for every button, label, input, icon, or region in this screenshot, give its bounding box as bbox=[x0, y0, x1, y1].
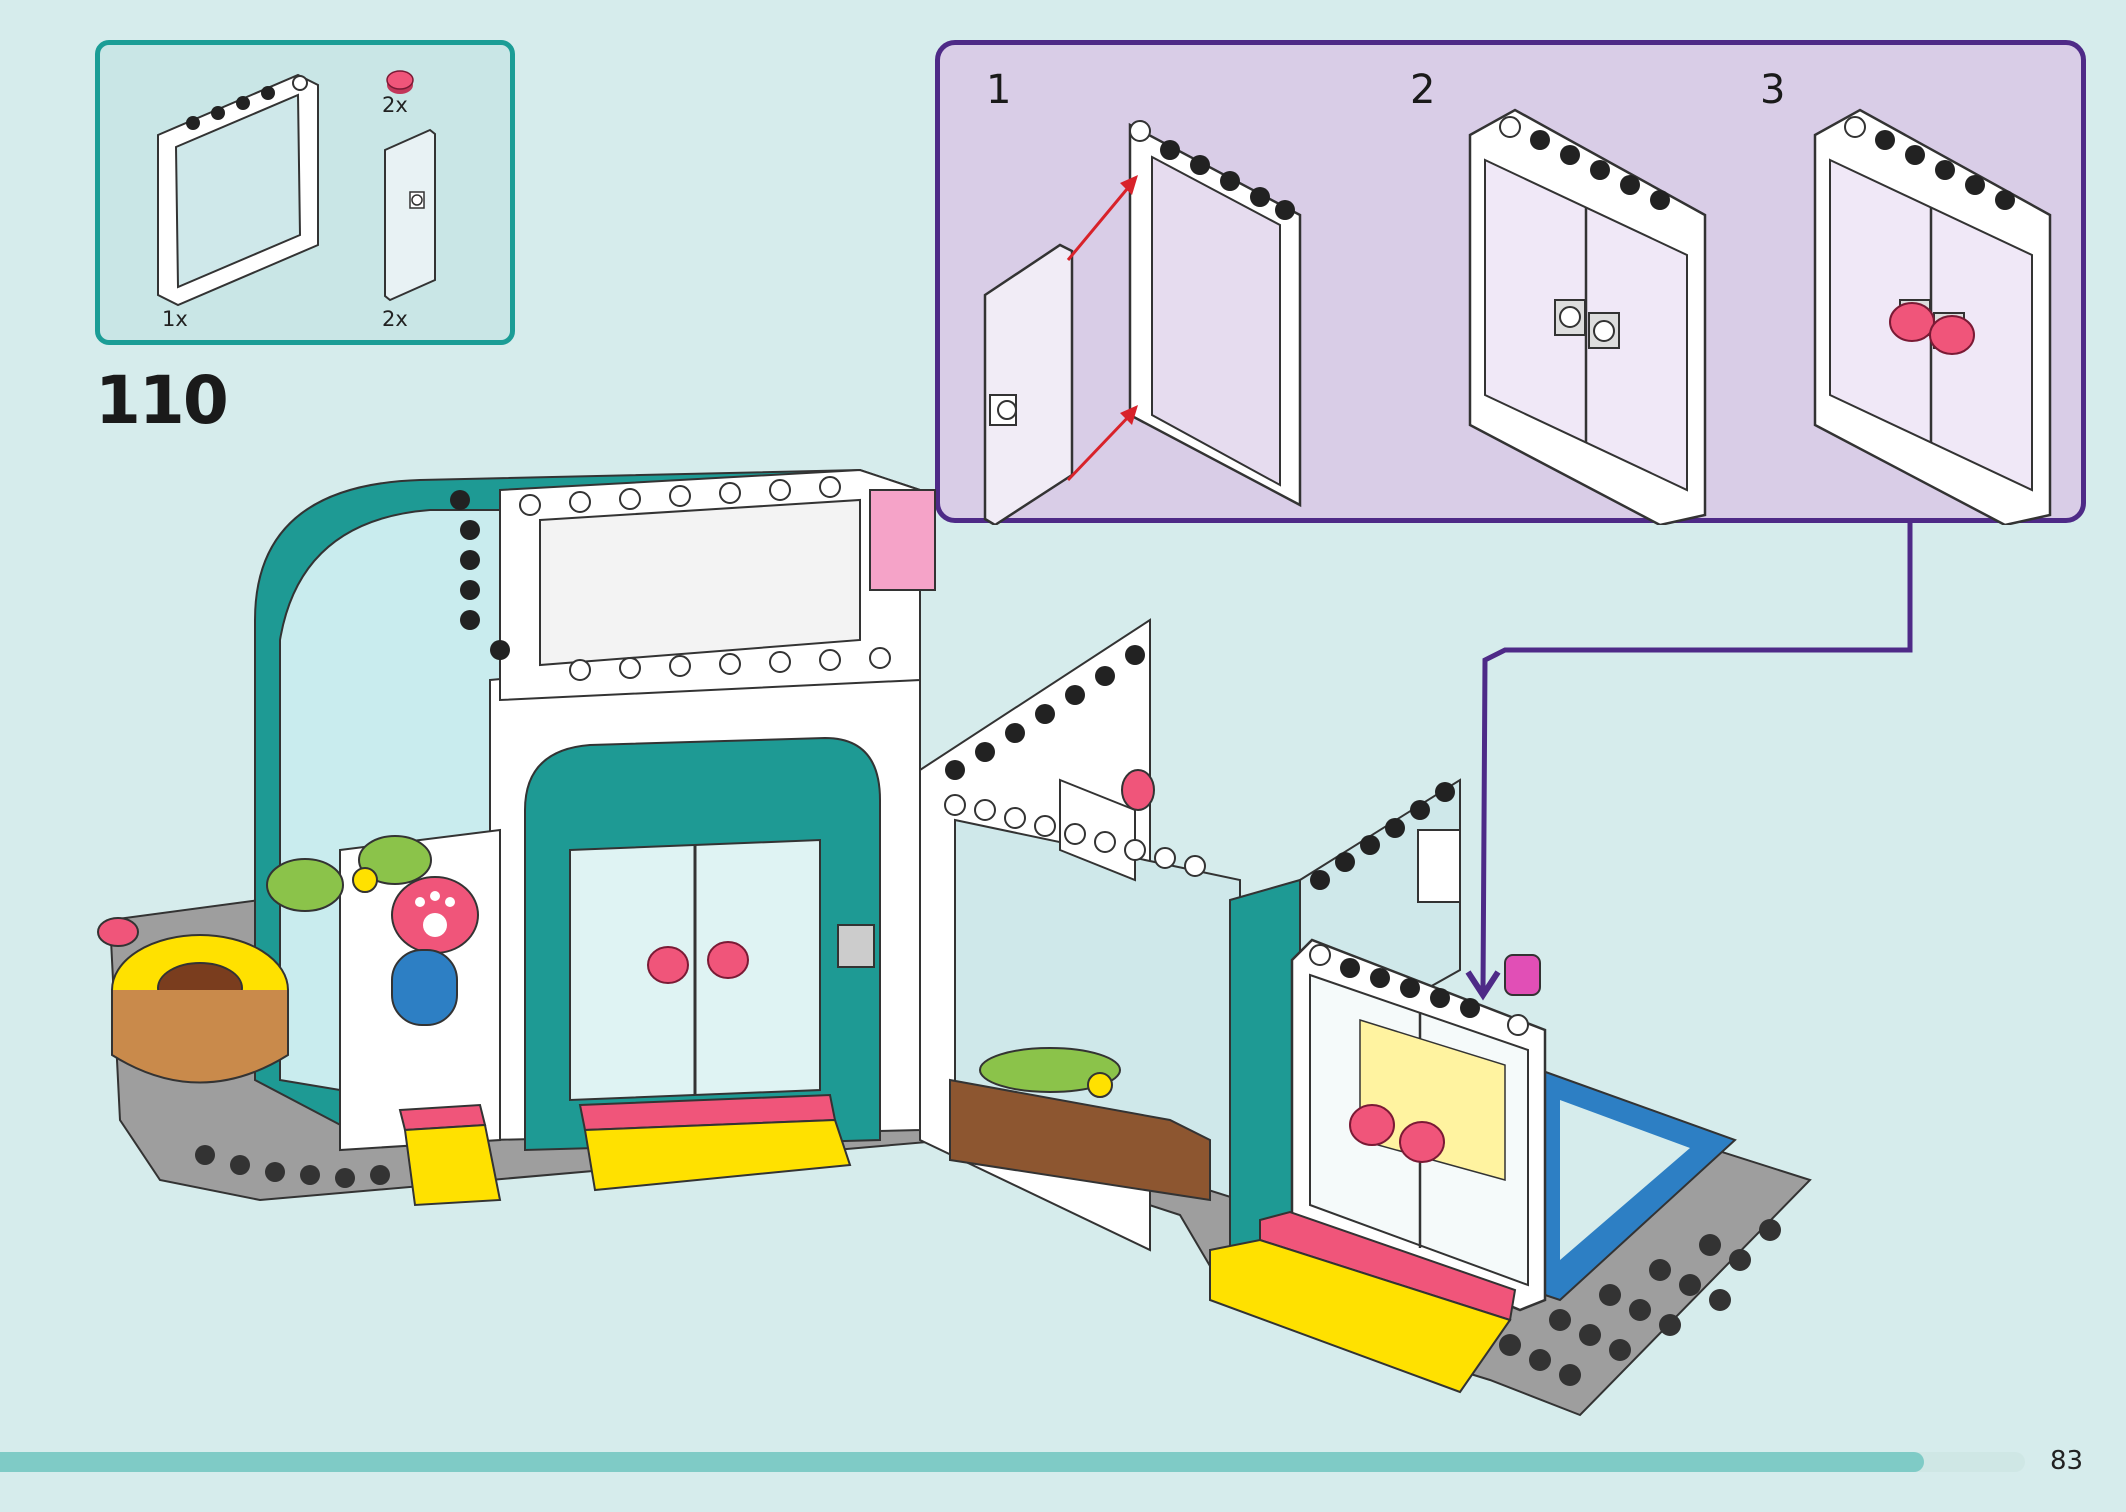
page-number: 83 bbox=[2050, 1446, 2084, 1476]
progress-fill bbox=[0, 1452, 1924, 1472]
window-frame-qty: 1x bbox=[162, 307, 188, 331]
substep-label-3: 3 bbox=[1760, 67, 1786, 113]
substep-2-illustration bbox=[1468, 108, 1707, 525]
door-qty: 2x bbox=[382, 307, 408, 331]
round-tile-qty: 2x bbox=[382, 93, 408, 117]
parts-list: 1x 2x 2x bbox=[95, 40, 515, 345]
progress-bar bbox=[0, 1452, 2025, 1472]
round-tile-part bbox=[386, 70, 414, 94]
window-frame-part bbox=[157, 73, 319, 307]
substep-3-illustration bbox=[1813, 108, 2052, 525]
substep-label-2: 2 bbox=[1410, 67, 1436, 113]
step-number: 110 bbox=[95, 362, 229, 439]
substeps-panel: 1 2 3 bbox=[935, 40, 2086, 525]
door-part bbox=[384, 128, 436, 302]
substep-label-1: 1 bbox=[986, 67, 1012, 113]
substep-1-illustration bbox=[983, 120, 1302, 525]
